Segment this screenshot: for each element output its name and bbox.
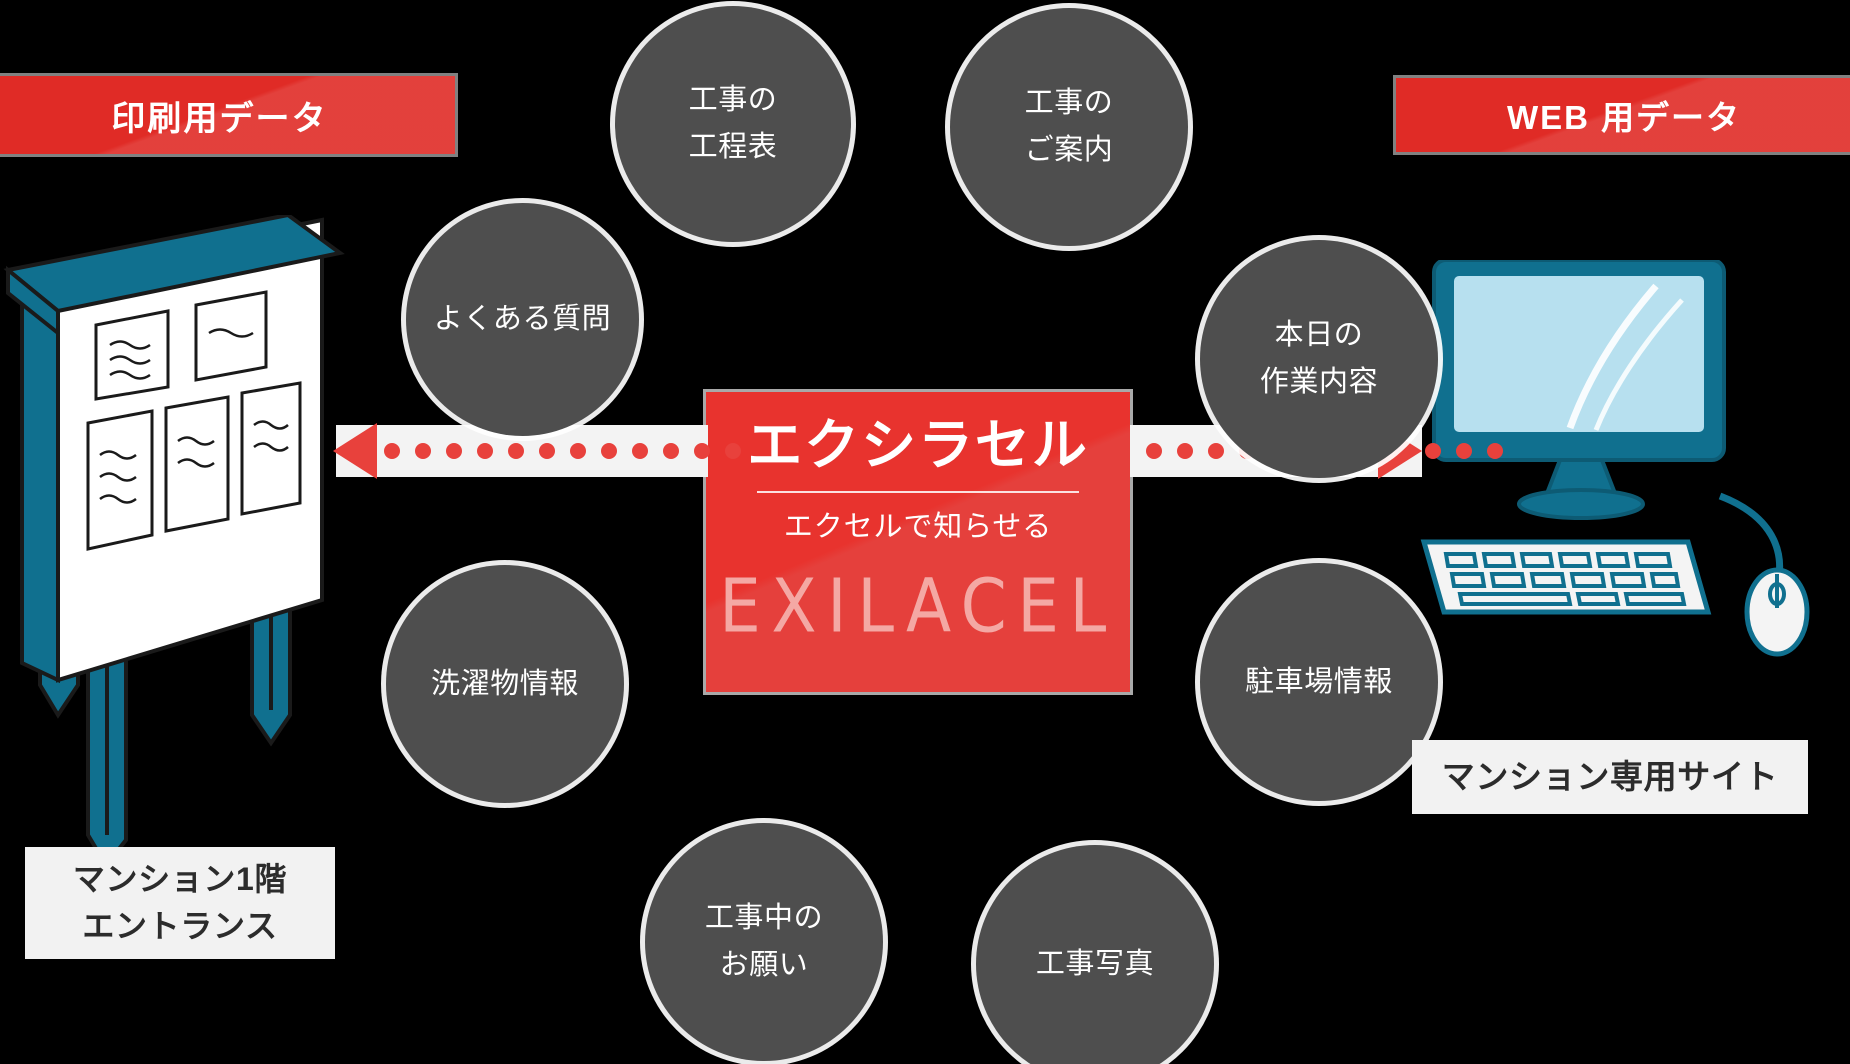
arrow-left-dots bbox=[384, 443, 741, 459]
signboard-svg bbox=[3, 212, 345, 869]
arrow-dot bbox=[477, 443, 493, 459]
exilacel-logo-card: エクシラセル エクセルで知らせる EXILACEL bbox=[706, 392, 1130, 692]
bubble-line: 工事の bbox=[688, 84, 778, 117]
bubble-line: お願い bbox=[719, 949, 809, 981]
bubble-parking-info[interactable]: 駐車場情報 bbox=[1200, 563, 1438, 801]
monitor-svg bbox=[1420, 258, 1810, 657]
logo-subtitle: エクセルで知らせる bbox=[783, 511, 1053, 544]
bubble-construction-notice[interactable]: 工事の ご案内 bbox=[950, 8, 1188, 246]
logo-title: エクシラセル bbox=[747, 414, 1089, 476]
caption-mansion-entrance: マンション1階 エントランス bbox=[25, 847, 335, 959]
arrow-dot bbox=[1456, 443, 1472, 459]
bubble-line: よくある質問 bbox=[433, 303, 612, 336]
bubble-faq[interactable]: よくある質問 bbox=[406, 203, 639, 436]
banner-print-data: 印刷用データ bbox=[0, 76, 455, 154]
arrow-dot bbox=[725, 443, 741, 459]
bubble-construction-schedule[interactable]: 工事の 工程表 bbox=[615, 6, 851, 242]
arrow-dot bbox=[1146, 443, 1162, 459]
bubble-construction-photos[interactable]: 工事写真 bbox=[976, 845, 1214, 1064]
arrow-dot bbox=[539, 443, 555, 459]
banner-print-data-label: 印刷用データ bbox=[111, 99, 328, 138]
arrow-dot bbox=[1177, 443, 1193, 459]
banner-web-data-label: WEB 用データ bbox=[1507, 99, 1741, 136]
logo-divider bbox=[757, 491, 1079, 494]
arrow-dot bbox=[1425, 443, 1441, 459]
bubble-line: ご案内 bbox=[1024, 134, 1114, 166]
arrow-dot bbox=[415, 443, 431, 459]
arrow-dot bbox=[1487, 443, 1503, 459]
bubble-line: 工事中の bbox=[704, 902, 824, 935]
arrow-dot bbox=[446, 443, 462, 459]
caption-line: エントランス bbox=[82, 908, 278, 944]
bubble-line: 本日の bbox=[1274, 319, 1364, 352]
logo-wordmark: EXILACEL bbox=[719, 563, 1117, 650]
arrow-left-head-icon bbox=[333, 423, 377, 479]
caption-line: マンション専用サイト bbox=[1441, 757, 1779, 795]
bubble-line: 駐車場情報 bbox=[1245, 665, 1393, 698]
desktop-computer-illustration bbox=[1420, 258, 1850, 740]
bubble-line: 洗濯物情報 bbox=[431, 667, 579, 700]
arrow-dot bbox=[663, 443, 679, 459]
arrow-dot bbox=[508, 443, 524, 459]
arrow-dot bbox=[384, 443, 400, 459]
bubble-construction-request[interactable]: 工事中の お願い bbox=[645, 823, 883, 1061]
caption-mansion-site: マンション専用サイト bbox=[1412, 740, 1808, 814]
bubble-laundry-info[interactable]: 洗濯物情報 bbox=[386, 565, 624, 803]
bubble-line: 工事写真 bbox=[1035, 947, 1155, 980]
bubble-today-work[interactable]: 本日の 作業内容 bbox=[1200, 240, 1438, 478]
bubble-line: 作業内容 bbox=[1259, 366, 1379, 398]
caption-line: マンション1階 bbox=[72, 860, 288, 897]
bubble-line: 工事の bbox=[1024, 87, 1114, 120]
bubble-line: 工程表 bbox=[688, 131, 778, 163]
banner-web-data: WEB 用データ bbox=[1396, 78, 1850, 152]
entrance-signboard-illustration bbox=[0, 212, 400, 869]
arrow-dot bbox=[1208, 443, 1224, 459]
arrow-dot bbox=[570, 443, 586, 459]
arrow-dot bbox=[694, 443, 710, 459]
arrow-dot bbox=[601, 443, 617, 459]
arrow-dot bbox=[632, 443, 648, 459]
